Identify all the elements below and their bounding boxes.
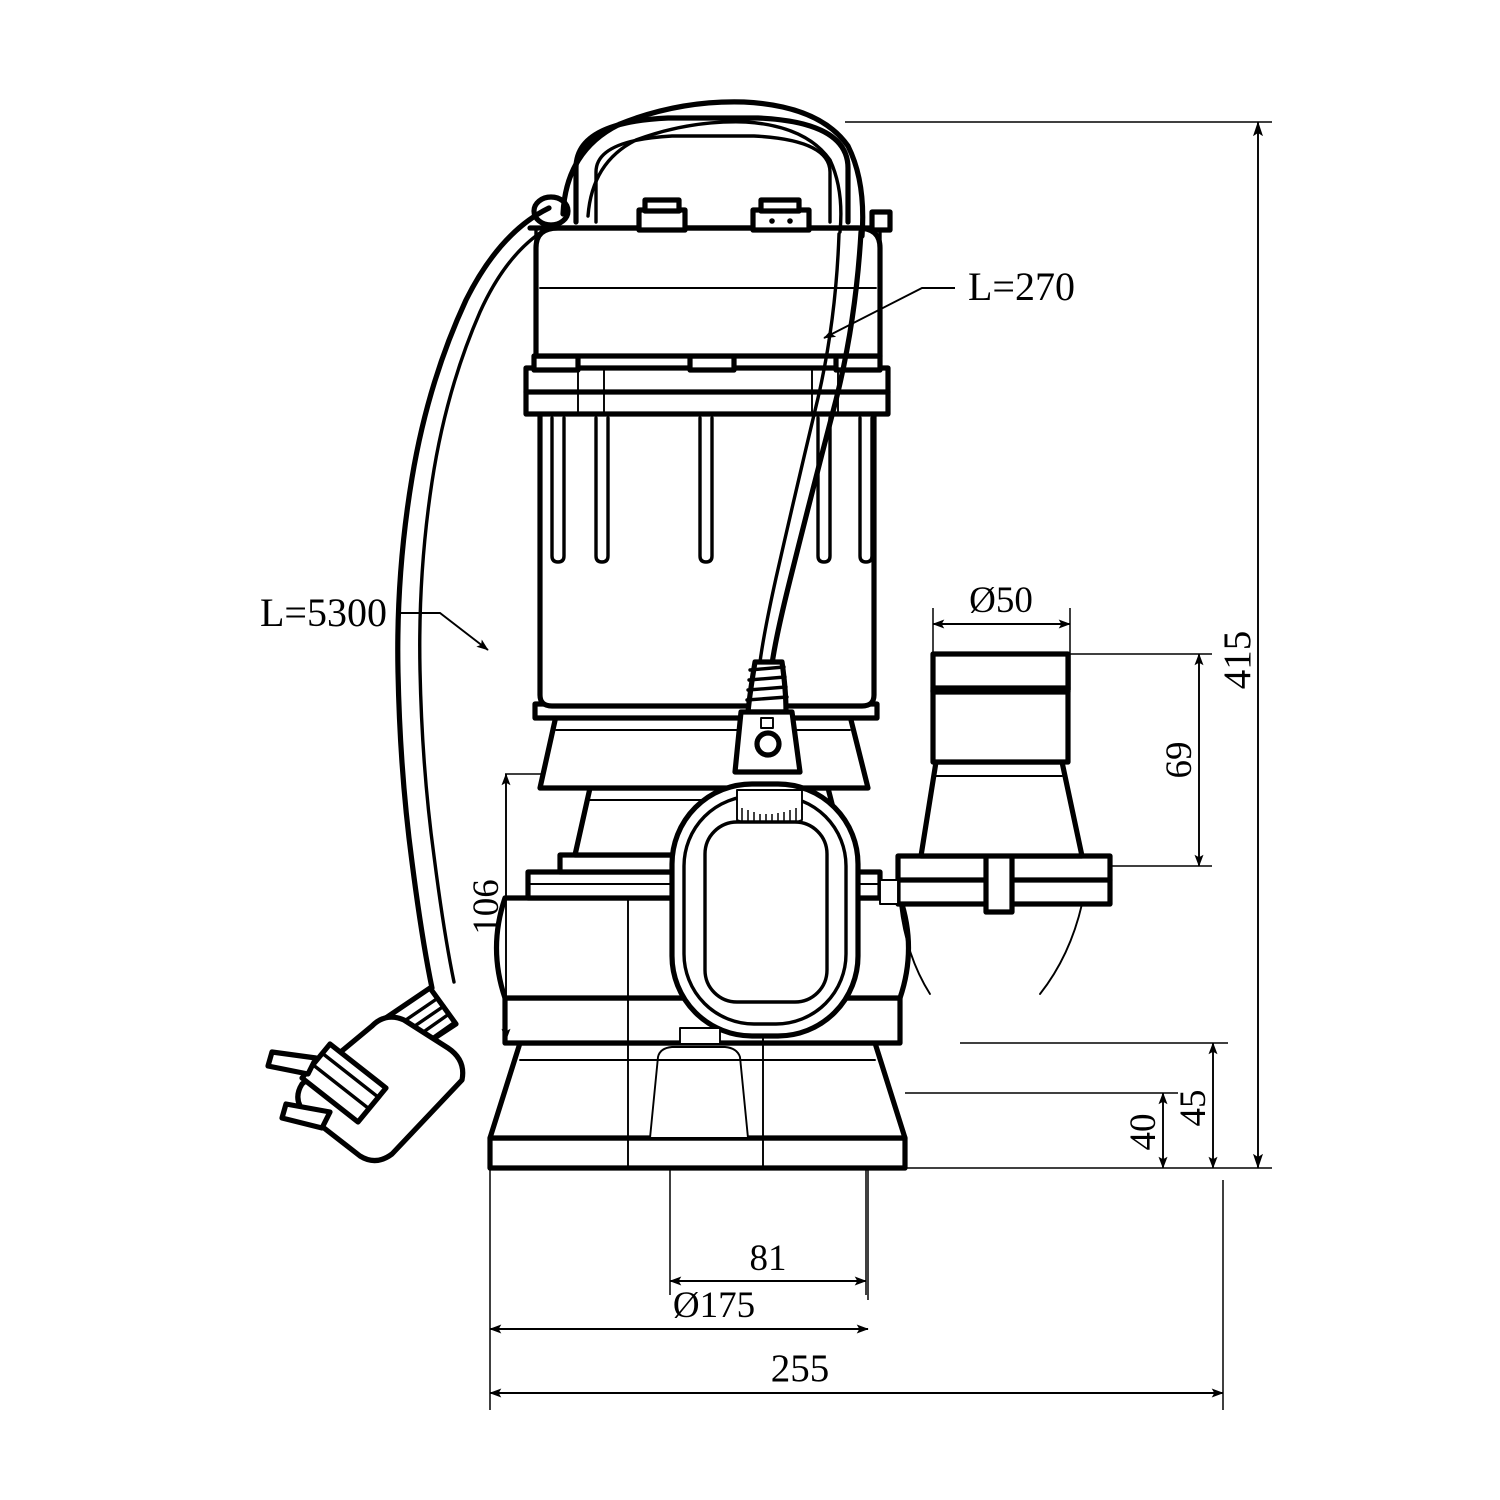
cable-glands <box>636 197 812 233</box>
motor-top-shell <box>527 209 893 359</box>
motor-lower-flare <box>532 701 880 791</box>
float-switch-cable <box>758 229 864 667</box>
label-cable-handle: L=270 <box>823 264 1075 339</box>
pedestal-skirt <box>487 1040 908 1141</box>
dim-outlet-diameter-value: Ø50 <box>969 580 1033 621</box>
dim-overall-width: 255 <box>489 1347 1224 1398</box>
dim-base-diameter: Ø175 <box>489 1285 869 1334</box>
motor-cooling-jacket <box>537 409 877 709</box>
label-cable-handle-text: L=270 <box>968 264 1075 309</box>
base-plate <box>487 1135 908 1171</box>
dim-base-height-outer-value: 45 <box>1173 1090 1214 1127</box>
cooling-fins <box>550 416 874 564</box>
power-cable <box>395 194 571 991</box>
dim-total-height: 415 <box>1216 121 1263 1169</box>
float-switch <box>669 709 861 1045</box>
discharge-outlet <box>879 651 1113 995</box>
dim-base-height-inner-value: 40 <box>1123 1114 1164 1151</box>
dim-pump-body-height: 106 <box>466 773 511 1041</box>
label-cable-power-text: L=5300 <box>260 590 387 635</box>
dim-base-height-outer: 45 <box>1173 1042 1218 1169</box>
dim-pump-body-height-value: 106 <box>466 879 507 935</box>
label-cable-power: L=5300 <box>260 590 489 651</box>
dim-base-height-inner: 40 <box>1123 1092 1168 1169</box>
power-plug <box>265 985 466 1164</box>
dim-outlet-height: 69 <box>1159 653 1204 867</box>
dim-float-width-value: 81 <box>750 1238 787 1279</box>
cable-loops <box>560 99 866 239</box>
dim-base-diameter-value: Ø175 <box>673 1285 755 1326</box>
dim-total-height-value: 415 <box>1216 631 1259 690</box>
dim-float-width: 81 <box>669 1238 867 1286</box>
dim-overall-width-value: 255 <box>771 1347 830 1390</box>
dim-outlet-diameter: Ø50 <box>932 580 1071 629</box>
dim-outlet-height-value: 69 <box>1159 742 1200 779</box>
cable-strain-relief <box>745 659 789 715</box>
lifting-handle <box>573 115 851 225</box>
